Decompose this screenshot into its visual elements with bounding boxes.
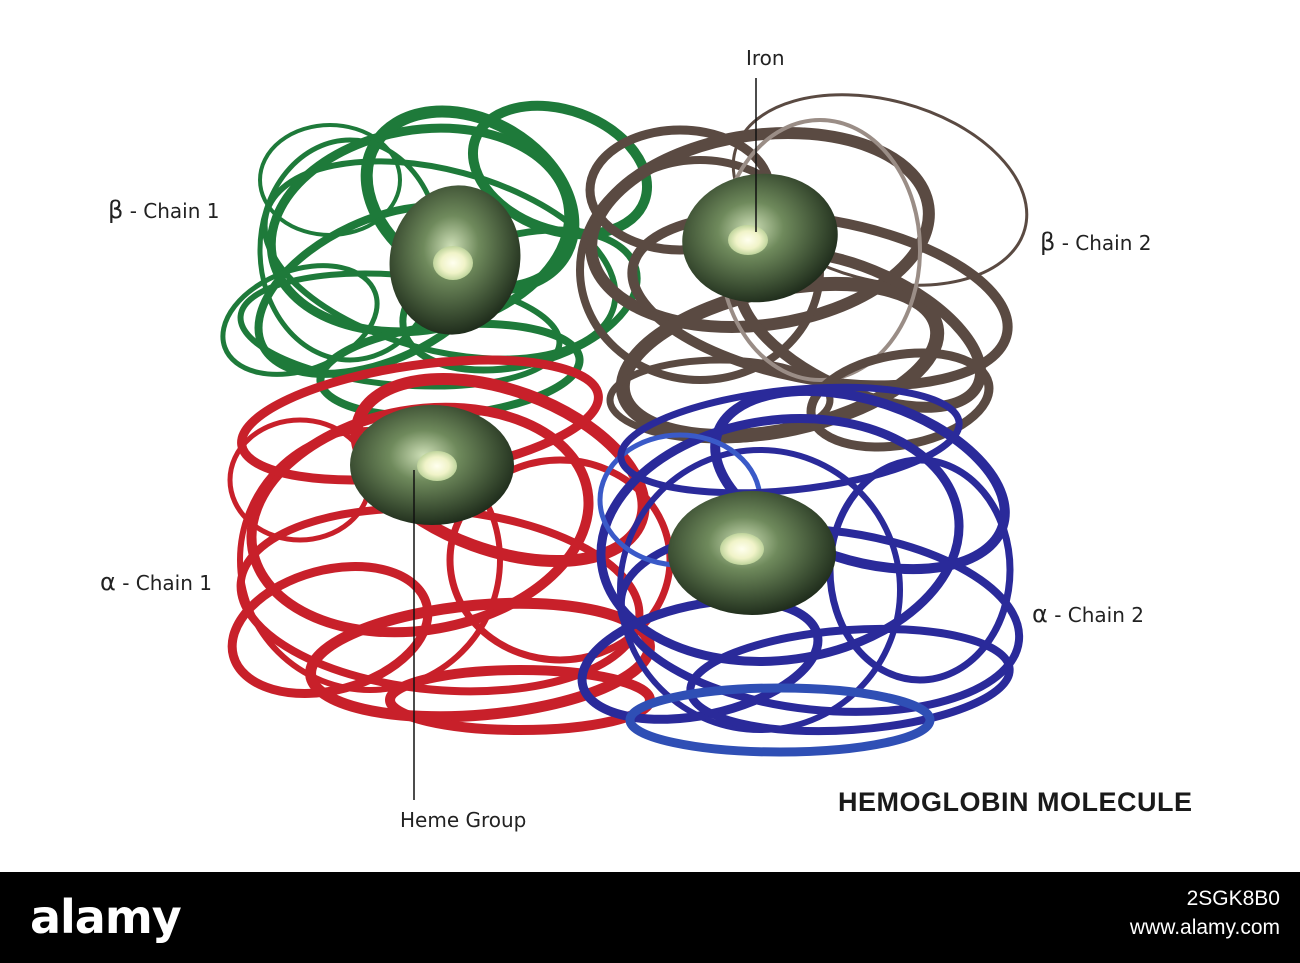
stock-footer-bar: alamy 2SGK8B0 www.alamy.com xyxy=(0,872,1300,963)
heme-group-alpha-1 xyxy=(350,405,514,525)
stock-url: www.alamy.com xyxy=(1130,916,1280,940)
alamy-logo: alamy xyxy=(30,890,181,944)
heme-group-alpha-2 xyxy=(668,491,836,615)
alpha-chain-2-label: α - Chain 2 xyxy=(1032,600,1144,628)
iron-core xyxy=(720,533,764,565)
iron-core xyxy=(433,246,473,280)
iron-core xyxy=(417,451,457,481)
image-id: 2SGK8B0 xyxy=(1187,884,1280,914)
hemoglobin-diagram: β - Chain 1 β - Chain 2 α - Chain 1 α - … xyxy=(0,0,1300,872)
diagram-title: HEMOGLOBIN MOLECULE xyxy=(838,787,1193,818)
hemoglobin-illustration xyxy=(0,0,1300,872)
iron-core xyxy=(728,225,768,255)
heme-group-label: Heme Group xyxy=(400,808,526,832)
beta-chain-2-label: β - Chain 2 xyxy=(1040,228,1151,256)
beta-chain-1-label: β - Chain 1 xyxy=(108,196,219,224)
alpha-chain-1-label: α - Chain 1 xyxy=(100,568,212,596)
iron-label: Iron xyxy=(746,46,785,70)
